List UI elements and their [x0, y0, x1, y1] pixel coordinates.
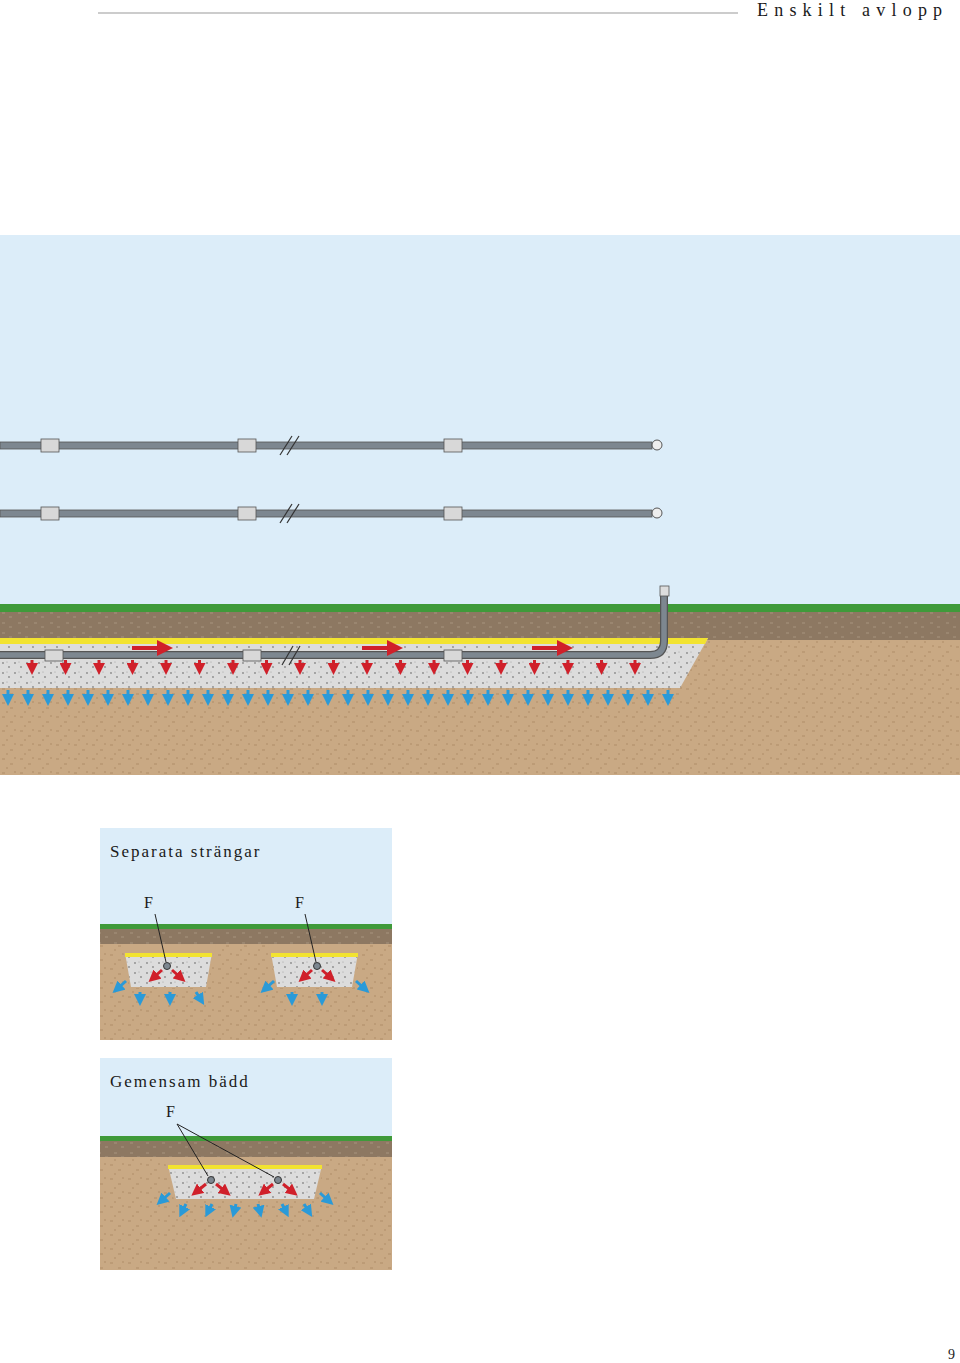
callout-letter: F — [166, 1104, 175, 1120]
inset-panel: Gemensam bädd — [100, 1058, 392, 1138]
inset-panel: Separata strängar — [100, 828, 392, 928]
panel-title: Gemensam bädd — [110, 1072, 250, 1092]
running-header: Enskilt avlopp — [757, 1, 948, 19]
page-number: 9 — [948, 1348, 955, 1362]
callout-letter: F — [295, 895, 304, 911]
pipe-row — [0, 436, 662, 523]
callout-letter: F — [144, 895, 153, 911]
panel-title: Separata strängar — [110, 842, 262, 862]
